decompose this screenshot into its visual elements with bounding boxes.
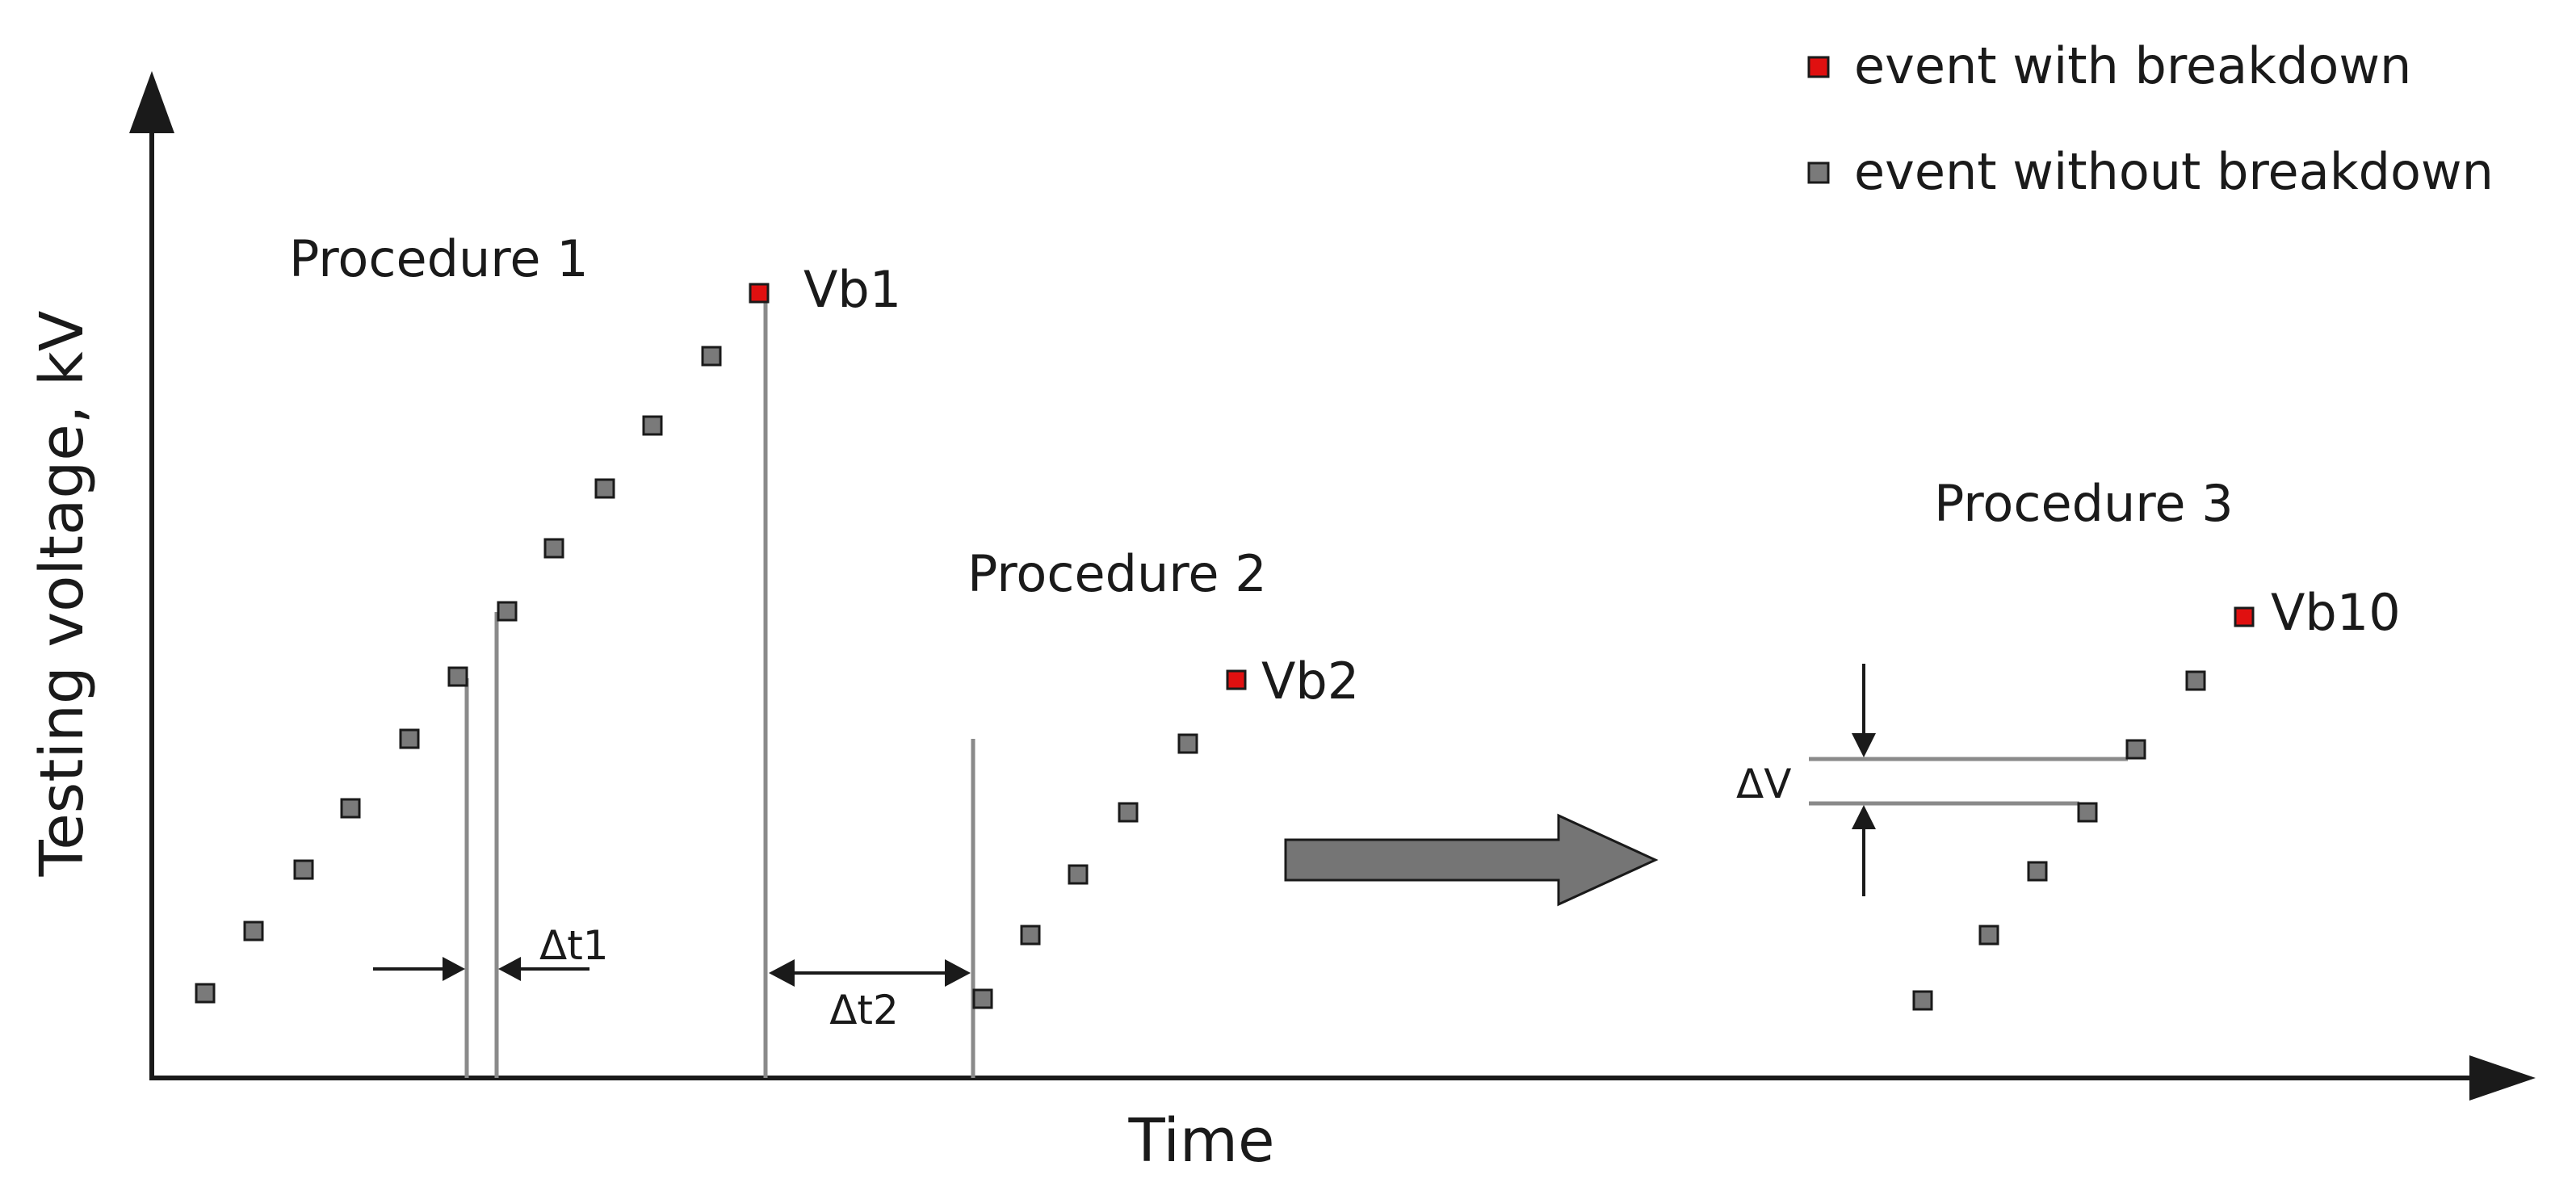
delta-v-label: ΔV bbox=[1736, 761, 1791, 807]
event-marker-no-breakdown bbox=[340, 798, 361, 819]
event-marker-no-breakdown bbox=[447, 666, 468, 687]
event-marker-no-breakdown bbox=[594, 478, 615, 499]
delta-t2-marker: Δt2 bbox=[769, 959, 971, 1034]
event-marker-no-breakdown bbox=[195, 983, 216, 1004]
event-marker-breakdown bbox=[2234, 606, 2255, 627]
event-marker-no-breakdown bbox=[642, 415, 663, 436]
event-marker-no-breakdown bbox=[243, 921, 264, 941]
event-marker-no-breakdown bbox=[1978, 925, 1999, 946]
event-marker-no-breakdown bbox=[972, 988, 993, 1009]
event-marker-no-breakdown bbox=[2027, 861, 2048, 882]
procedure-3-label: Procedure 3 bbox=[1934, 474, 2234, 533]
event-markers bbox=[195, 283, 2255, 1011]
breakdown-label-vb1: Vb1 bbox=[803, 260, 901, 319]
procedure-1-label: Procedure 1 bbox=[289, 229, 589, 288]
legend-swatch-no-breakdown bbox=[1807, 161, 1830, 184]
event-marker-no-breakdown bbox=[1020, 925, 1041, 946]
y-axis-label: Testing voltage, kV bbox=[27, 310, 97, 877]
breakdown-label-vb10: Vb10 bbox=[2271, 583, 2401, 642]
guide-lines bbox=[464, 299, 975, 1078]
event-marker-no-breakdown bbox=[2185, 670, 2206, 691]
event-marker-no-breakdown bbox=[293, 859, 314, 880]
legend-label-no-breakdown: event without breakdown bbox=[1854, 142, 2494, 201]
procedure-3-events bbox=[1912, 606, 2255, 1011]
event-marker-no-breakdown bbox=[701, 346, 722, 367]
transition-arrow bbox=[1284, 813, 1659, 907]
legend: event with breakdown event without break… bbox=[1807, 36, 2494, 201]
breakdown-label-vb2: Vb2 bbox=[1261, 652, 1359, 711]
delta-t2-label: Δt2 bbox=[829, 987, 899, 1034]
event-marker-no-breakdown bbox=[543, 538, 564, 559]
y-axis-arrowhead bbox=[129, 71, 174, 133]
event-marker-breakdown bbox=[749, 283, 770, 304]
x-axis-label: Time bbox=[1127, 1106, 1274, 1176]
event-marker-no-breakdown bbox=[497, 601, 518, 622]
delta-t1-marker: Δt1 bbox=[373, 922, 609, 981]
event-marker-no-breakdown bbox=[2077, 802, 2098, 823]
event-marker-no-breakdown bbox=[1912, 990, 1933, 1011]
event-marker-no-breakdown bbox=[1118, 802, 1139, 823]
procedure-1-events bbox=[195, 283, 770, 1004]
event-marker-breakdown bbox=[1226, 669, 1247, 690]
axes bbox=[129, 71, 2536, 1101]
event-marker-no-breakdown bbox=[1177, 733, 1198, 754]
event-marker-no-breakdown bbox=[1068, 864, 1089, 885]
event-marker-no-breakdown bbox=[2125, 739, 2146, 760]
x-axis-arrowhead bbox=[2469, 1055, 2536, 1101]
legend-label-breakdown: event with breakdown bbox=[1854, 36, 2411, 95]
delta-t1-label: Δt1 bbox=[539, 922, 609, 969]
event-marker-no-breakdown bbox=[399, 728, 420, 749]
delta-v-marker: ΔV bbox=[1736, 664, 2128, 896]
procedure-2-label: Procedure 2 bbox=[967, 544, 1267, 603]
procedure-2-events bbox=[972, 669, 1247, 1009]
legend-swatch-breakdown bbox=[1807, 56, 1830, 78]
